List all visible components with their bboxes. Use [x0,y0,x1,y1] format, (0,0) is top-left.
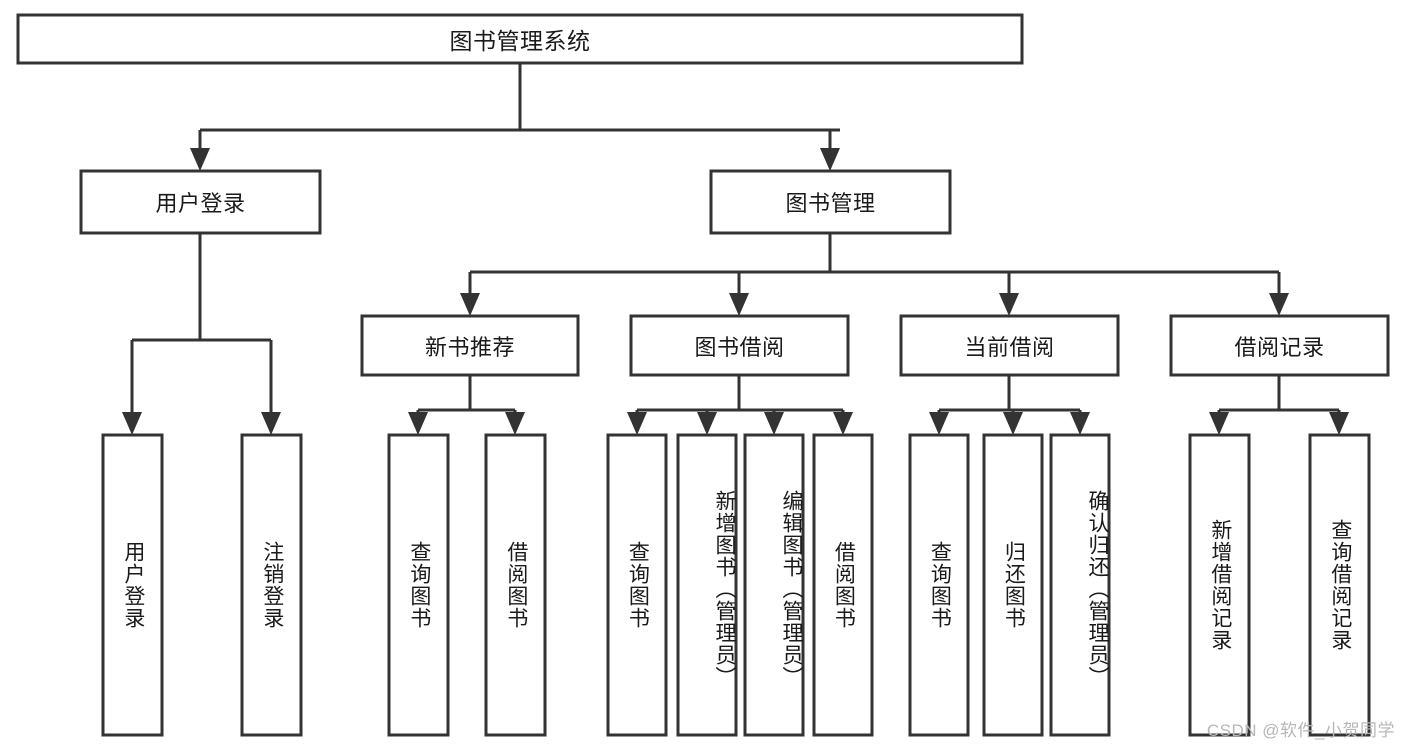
node-leaf-user-login[interactable] [101,433,164,737]
connector-bookborrow-to-leaves [627,375,853,435]
node-leaf-borrow-book-1[interactable] [484,433,547,737]
node-leaf-confirm-return[interactable] [1049,433,1111,737]
node-book-borrow[interactable] [629,314,850,377]
connector-bookmanage-to-level3 [460,233,1289,316]
connector-root-to-level2 [190,63,840,171]
node-book-manage[interactable] [709,169,952,235]
node-leaf-query-book-3[interactable] [908,433,970,737]
connector-userlogin-to-leaves [122,233,281,435]
node-leaf-logout-login[interactable] [240,433,303,737]
node-leaf-return-book[interactable] [982,433,1044,737]
node-leaf-query-book-1[interactable] [387,433,450,737]
node-leaf-add-book[interactable] [676,433,738,737]
node-borrow-record[interactable] [1169,314,1390,377]
connector-currentborrow-to-leaves [929,375,1090,435]
node-leaf-query-book-2[interactable] [606,433,668,737]
connector-borrowrecord-to-leaves [1209,375,1349,435]
node-leaf-query-record[interactable] [1308,433,1371,737]
node-user-login[interactable] [79,169,322,235]
connector-newbook-to-leaves [408,375,525,435]
node-current-borrow[interactable] [899,314,1120,377]
node-root[interactable] [16,13,1024,65]
node-new-book-recommend[interactable] [360,314,580,377]
node-leaf-edit-book[interactable] [743,433,805,737]
node-leaf-borrow-book-2[interactable] [812,433,874,737]
node-leaf-add-record[interactable] [1188,433,1251,737]
